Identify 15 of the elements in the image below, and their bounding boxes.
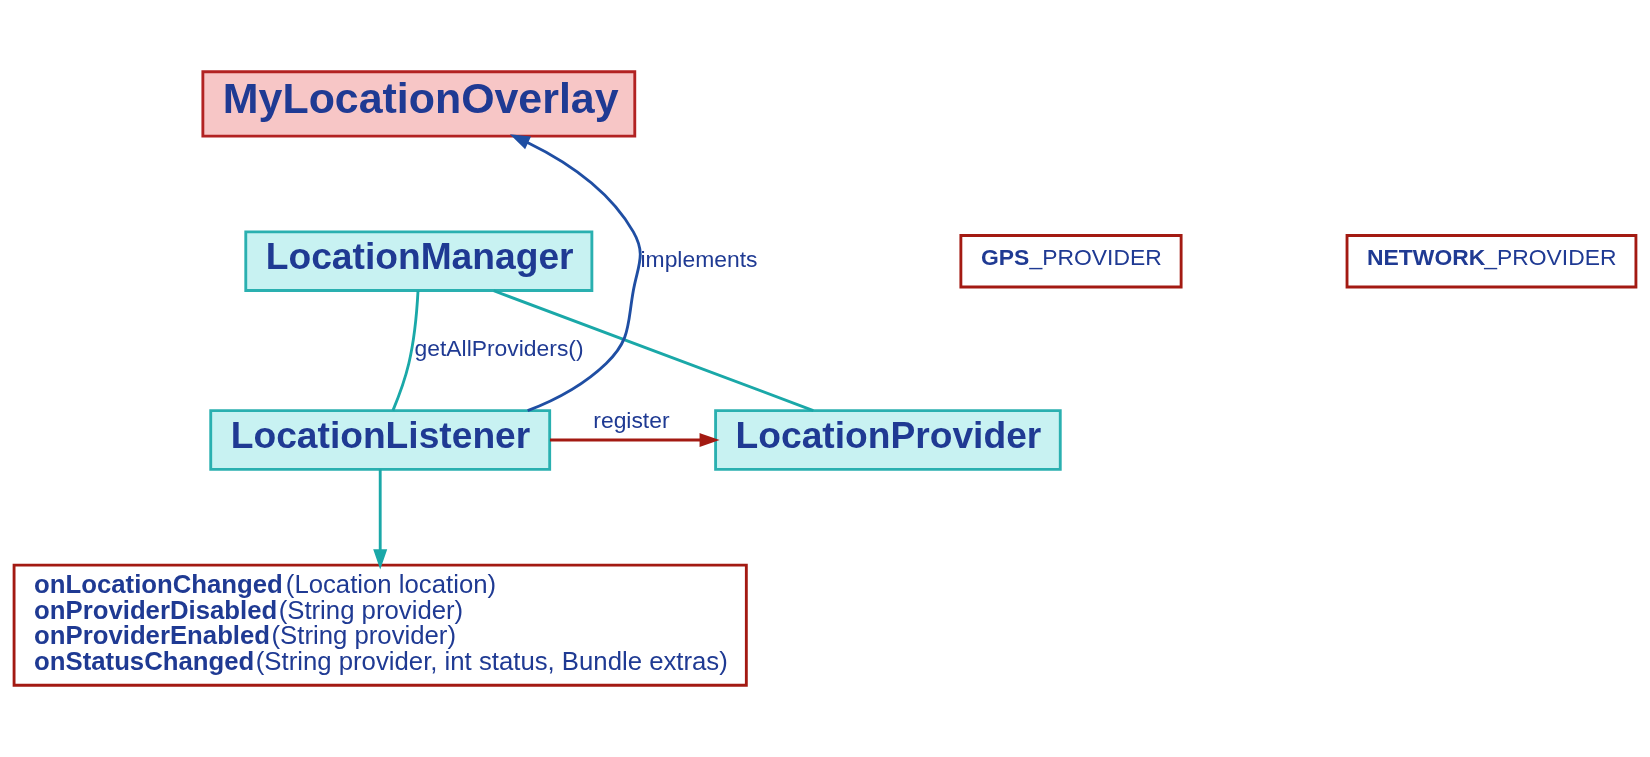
node-box: onLocationChanged(Location location) onProviderDisabled(String provider) onProviderEnabled(String provider) onStatusChanged(String provider, int status, Bundle extras): [12, 563, 748, 687]
edge-label: register: [593, 407, 670, 434]
arrow: [509, 134, 642, 412]
arrow: [549, 432, 720, 447]
node-box: GPS_PROVIDER: [959, 234, 1183, 289]
edge-label: getAllProviders(): [414, 335, 584, 362]
node-box: LocationProvider: [714, 409, 1062, 471]
connector: [391, 290, 420, 412]
node-box: NETWORK_PROVIDER: [1345, 234, 1638, 289]
connector: [493, 289, 814, 412]
node-box: LocationManager: [244, 230, 594, 292]
node-box: LocationListener: [209, 409, 552, 471]
node-box: MyLocationOverlay: [201, 70, 637, 138]
arrow: [373, 469, 388, 570]
edge-label: implements: [640, 245, 758, 272]
